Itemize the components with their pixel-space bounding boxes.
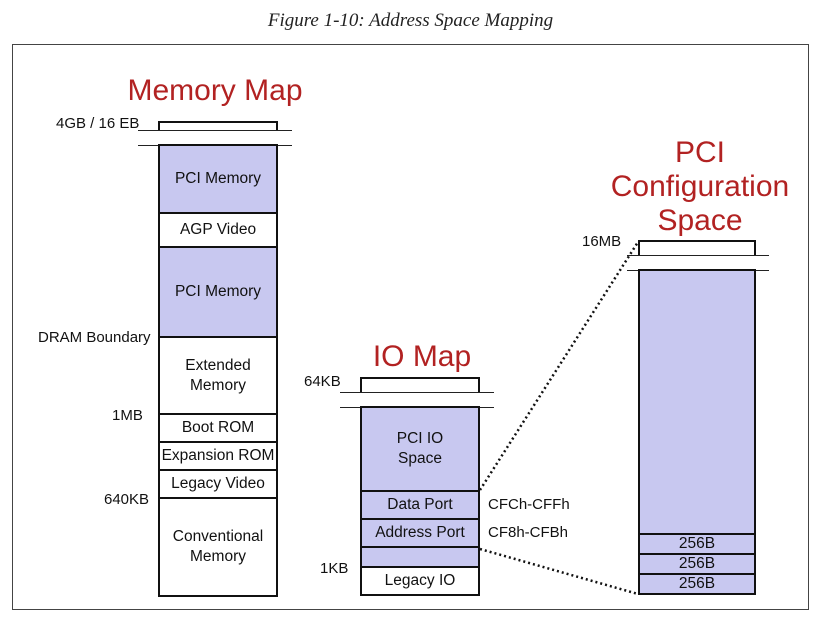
- io-map-title: IO Map: [372, 340, 472, 373]
- io-region-pci-io-space: PCI IO Space: [360, 406, 480, 492]
- label-1kb: 1KB: [320, 560, 349, 577]
- label-64kb: 64KB: [304, 373, 341, 390]
- io-region-data-port: Data Port: [360, 490, 480, 520]
- pci-config-block-256b-2: 256B: [638, 553, 756, 575]
- pci-config-title: PCI Configuration Space: [610, 136, 790, 237]
- pci-config-space-area: [638, 269, 756, 535]
- connector-line-bottom: [479, 547, 639, 596]
- pci-config-block-256b-3: 256B: [638, 573, 756, 595]
- figure-caption: Figure 1-10: Address Space Mapping: [267, 10, 554, 31]
- mem-region-conventional-memory: Conventional Memory: [158, 497, 278, 597]
- connector-line-top: [478, 241, 640, 491]
- label-16mb: 16MB: [582, 233, 622, 250]
- memory-map-title: Memory Map: [127, 74, 303, 107]
- label-address-port-address: CF8h-CFBh: [488, 524, 569, 541]
- label-640kb: 640KB: [104, 491, 150, 508]
- label-dram-boundary: DRAM Boundary: [38, 329, 151, 346]
- mem-region-pci-memory-2: PCI Memory: [158, 246, 278, 338]
- mem-region-extended-memory: Extended Memory: [158, 336, 278, 415]
- mem-region-legacy-video: Legacy Video: [158, 469, 278, 499]
- label-1mb: 1MB: [112, 407, 143, 424]
- diagram-frame: [12, 44, 809, 610]
- label-4gb: 4GB / 16 EB: [56, 115, 140, 132]
- mem-region-pci-memory-1: PCI Memory: [158, 144, 278, 214]
- label-data-port-address: CFCh-CFFh: [488, 496, 570, 513]
- io-region-legacy-io: Legacy IO: [360, 566, 480, 596]
